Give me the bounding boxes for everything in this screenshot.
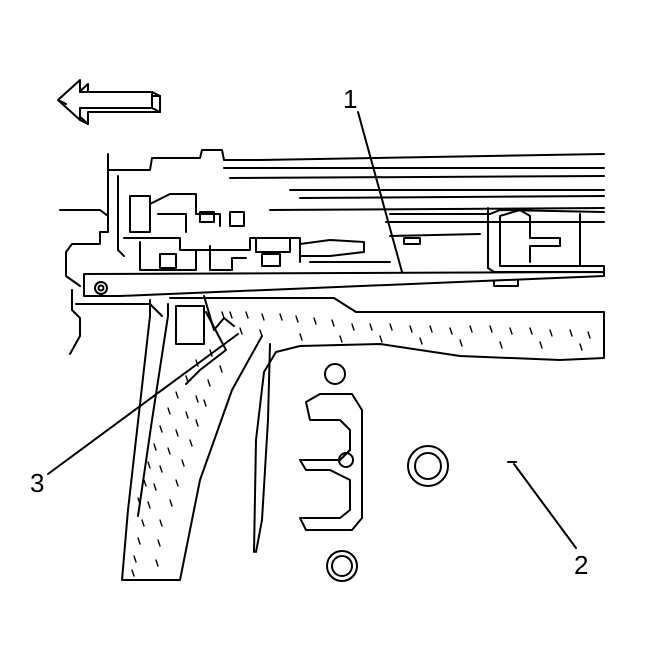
leader-line-3 — [47, 333, 239, 475]
arrow-left-icon — [57, 79, 161, 125]
leader-line-2 — [507, 461, 577, 549]
callout-2: 2 — [574, 550, 589, 580]
insulator-texture — [131, 311, 591, 577]
leader-line-1 — [357, 111, 403, 273]
mounting-bracket — [299, 363, 449, 582]
frame-rail-assembly — [59, 149, 605, 355]
callout-1: 1 — [343, 84, 358, 114]
callout-3: 3 — [30, 468, 45, 498]
floor-panel — [121, 295, 605, 581]
